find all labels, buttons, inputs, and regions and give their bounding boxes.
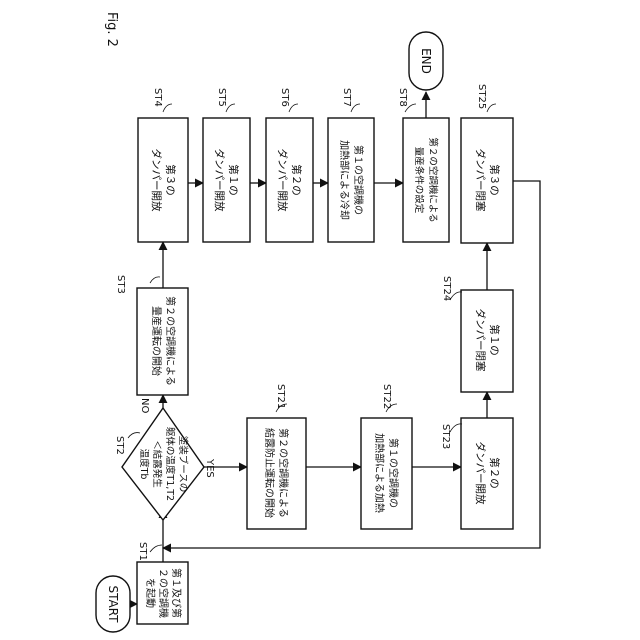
step-st22: 第１の空調機の 加熱部による加熱 ST22 (361, 384, 412, 529)
st21-line-1: 第２の空調機による (277, 428, 290, 518)
start-label: START (106, 585, 120, 623)
st6-id: ST6 (279, 88, 290, 107)
st7-id: ST7 (341, 88, 352, 107)
st23-line-1: 第２の (488, 457, 501, 489)
st25-id: ST25 (476, 84, 487, 109)
st25-line-1: 第３の (488, 164, 501, 196)
st24-line-2: ダンパー閉塞 (474, 309, 487, 372)
st2-line-2: 躯体の温度T1,T2 (164, 427, 176, 501)
step-st8: 第２の空調機による 量産条件の設定 ST8 (397, 88, 449, 242)
st8-id: ST8 (397, 88, 408, 107)
end-terminal: END (409, 32, 443, 90)
step-st2: 塗装ブースの 躯体の温度T1,T2 ＜結露発生 温度Tb ST2 YES NO (114, 398, 215, 520)
st8-line-2: 量産条件の設定 (413, 147, 425, 214)
st1-id: ST1 (137, 542, 148, 561)
st22-line-1: 第１の空調機の (387, 438, 400, 508)
step-st5: 第１の ダンパー開放 ST5 (203, 88, 250, 242)
st4-line-2: ダンパー開放 (150, 149, 163, 212)
step-st23: 第２の ダンパー開放 ST23 (440, 418, 513, 529)
st1-line-2: ２の空調機 (157, 568, 170, 618)
st2-line-3: ＜結露発生 (151, 440, 163, 488)
st25-line-2: ダンパー閉塞 (474, 149, 487, 212)
st6-line-2: ダンパー開放 (276, 149, 289, 212)
st5-line-1: 第１の (227, 164, 240, 196)
st5-id: ST5 (216, 88, 227, 107)
st8-line-1: 第２の空調機による (427, 137, 439, 222)
st5-line-2: ダンパー開放 (213, 149, 226, 212)
st4-id: ST4 (152, 88, 163, 107)
st2-line-4: 温度Tb (138, 449, 150, 480)
step-st4: 第３の ダンパー開放 ST4 (138, 88, 188, 242)
st7-line-1: 第１の空調機の (352, 145, 365, 215)
st22-line-2: 加熱部による加熱 (373, 433, 386, 513)
st3-id: ST3 (115, 275, 126, 294)
step-st25: 第３の ダンパー閉塞 ST25 (461, 84, 513, 243)
st2-id: ST2 (114, 436, 125, 455)
st1-line-3: を起動 (144, 578, 157, 608)
st23-line-2: ダンパー開放 (474, 442, 487, 505)
st4-line-1: 第３の (164, 164, 177, 196)
step-st24: 第１の ダンパー閉塞 ST24 (441, 276, 513, 392)
end-label: END (419, 48, 433, 74)
st3-line-1: 第２の空調機による (164, 296, 177, 386)
step-st3: 第２の空調機による 量産運転の開始 ST3 (115, 275, 188, 395)
st2-line-1: 塗装ブースの (177, 436, 189, 493)
st3-line-2: 量産運転の開始 (150, 306, 163, 376)
st6-line-1: 第２の (290, 164, 303, 196)
st1-line-1: 第１及び第 (170, 568, 183, 618)
start-terminal: START (96, 576, 130, 632)
st21-line-2: 結露防止運転の開始 (263, 428, 276, 518)
figure-label: Fig. 2 (104, 12, 119, 47)
st7-line-2: 加熱部による冷却 (338, 140, 351, 220)
step-st21: 第２の空調機による 結露防止運転の開始 ST21 (247, 384, 306, 529)
step-st7: 第１の空調機の 加熱部による冷却 ST7 (328, 88, 374, 242)
st22-id: ST22 (381, 384, 392, 409)
step-st6: 第２の ダンパー開放 ST6 (266, 88, 313, 242)
st2-no-label: NO (139, 398, 150, 413)
st24-line-1: 第１の (488, 324, 501, 356)
st21-id: ST21 (275, 384, 286, 409)
st2-yes-label: YES (204, 458, 215, 478)
st24-id: ST24 (441, 276, 452, 301)
st23-id: ST23 (440, 424, 451, 449)
